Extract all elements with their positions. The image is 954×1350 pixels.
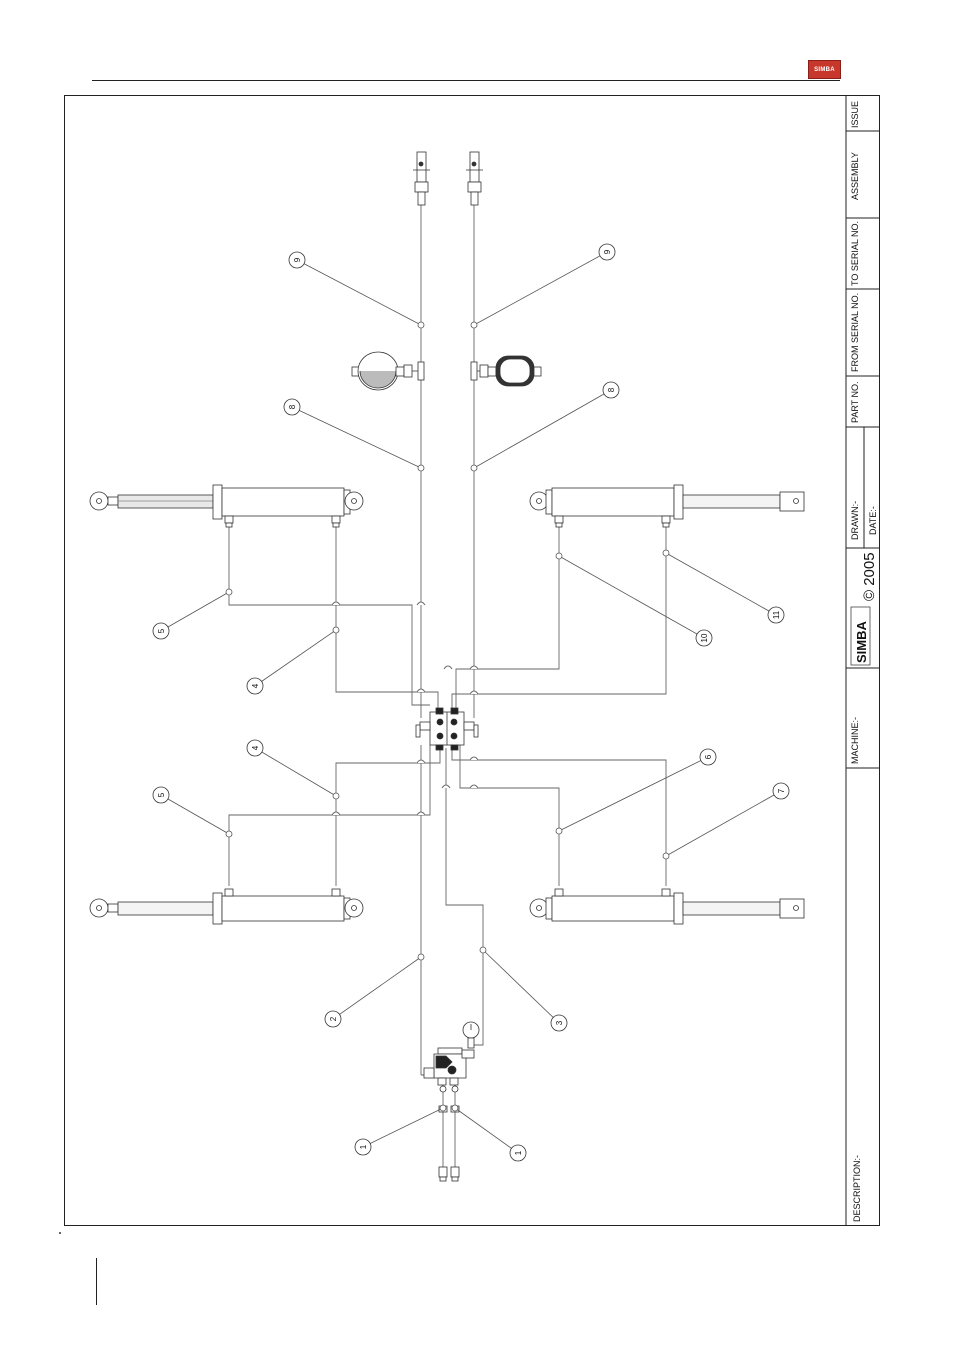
callout-1-right: 1 <box>514 1150 523 1155</box>
cylinder-lower-left <box>90 889 363 924</box>
callout-3: 3 <box>555 1020 564 1025</box>
callout-5-lower: 5 <box>157 792 166 797</box>
svg-text:SIMBA: SIMBA <box>854 621 869 664</box>
hose-lines <box>229 205 666 1172</box>
callout-9-left: 9 <box>293 257 302 262</box>
callout-10: 10 <box>700 633 709 642</box>
coupler-left-top <box>413 152 430 205</box>
from-serial-label: FROM SERIAL NO. <box>850 293 860 372</box>
callout-4-lower: 4 <box>251 745 260 750</box>
callout-8-left: 8 <box>288 404 297 409</box>
pressure-gauge <box>463 1022 479 1048</box>
drawn-label: DRAWN:- <box>850 501 860 540</box>
to-serial-label: TO SERIAL NO. <box>850 221 860 286</box>
machine-label: MACHINE:- <box>850 717 860 764</box>
tractor-couplers <box>439 1106 459 1181</box>
cylinder-lower-right <box>530 889 804 924</box>
copyright-label: © 2005 <box>861 552 878 601</box>
selector-valve <box>416 708 478 750</box>
callout-11: 11 <box>772 610 781 619</box>
coupler-right-top <box>466 152 483 205</box>
callout-8-right: 8 <box>607 387 616 392</box>
callout-6: 6 <box>704 754 713 759</box>
callout-2: 2 <box>329 1016 338 1021</box>
part-no-label: PART NO. <box>850 381 860 423</box>
assembly-label: ASSEMBLY <box>850 152 860 200</box>
simba-title-logo: SIMBA <box>851 607 870 665</box>
callout-9-right: 9 <box>603 249 612 254</box>
control-valve <box>424 1048 474 1092</box>
description-label: DESCRIPTION:- <box>852 1155 862 1222</box>
date-label: DATE:- <box>868 506 878 535</box>
cylinder-upper-right <box>530 485 804 527</box>
issue-label: ISSUE <box>850 101 860 128</box>
cylinder-upper-left <box>90 485 363 527</box>
callout-5-upper: 5 <box>157 628 166 633</box>
accumulator-right <box>471 356 541 386</box>
callout-1-left: 1 <box>359 1144 368 1149</box>
callout-4-upper: 4 <box>251 683 260 688</box>
callout-7: 7 <box>777 788 786 793</box>
leader-lines <box>161 252 781 1153</box>
